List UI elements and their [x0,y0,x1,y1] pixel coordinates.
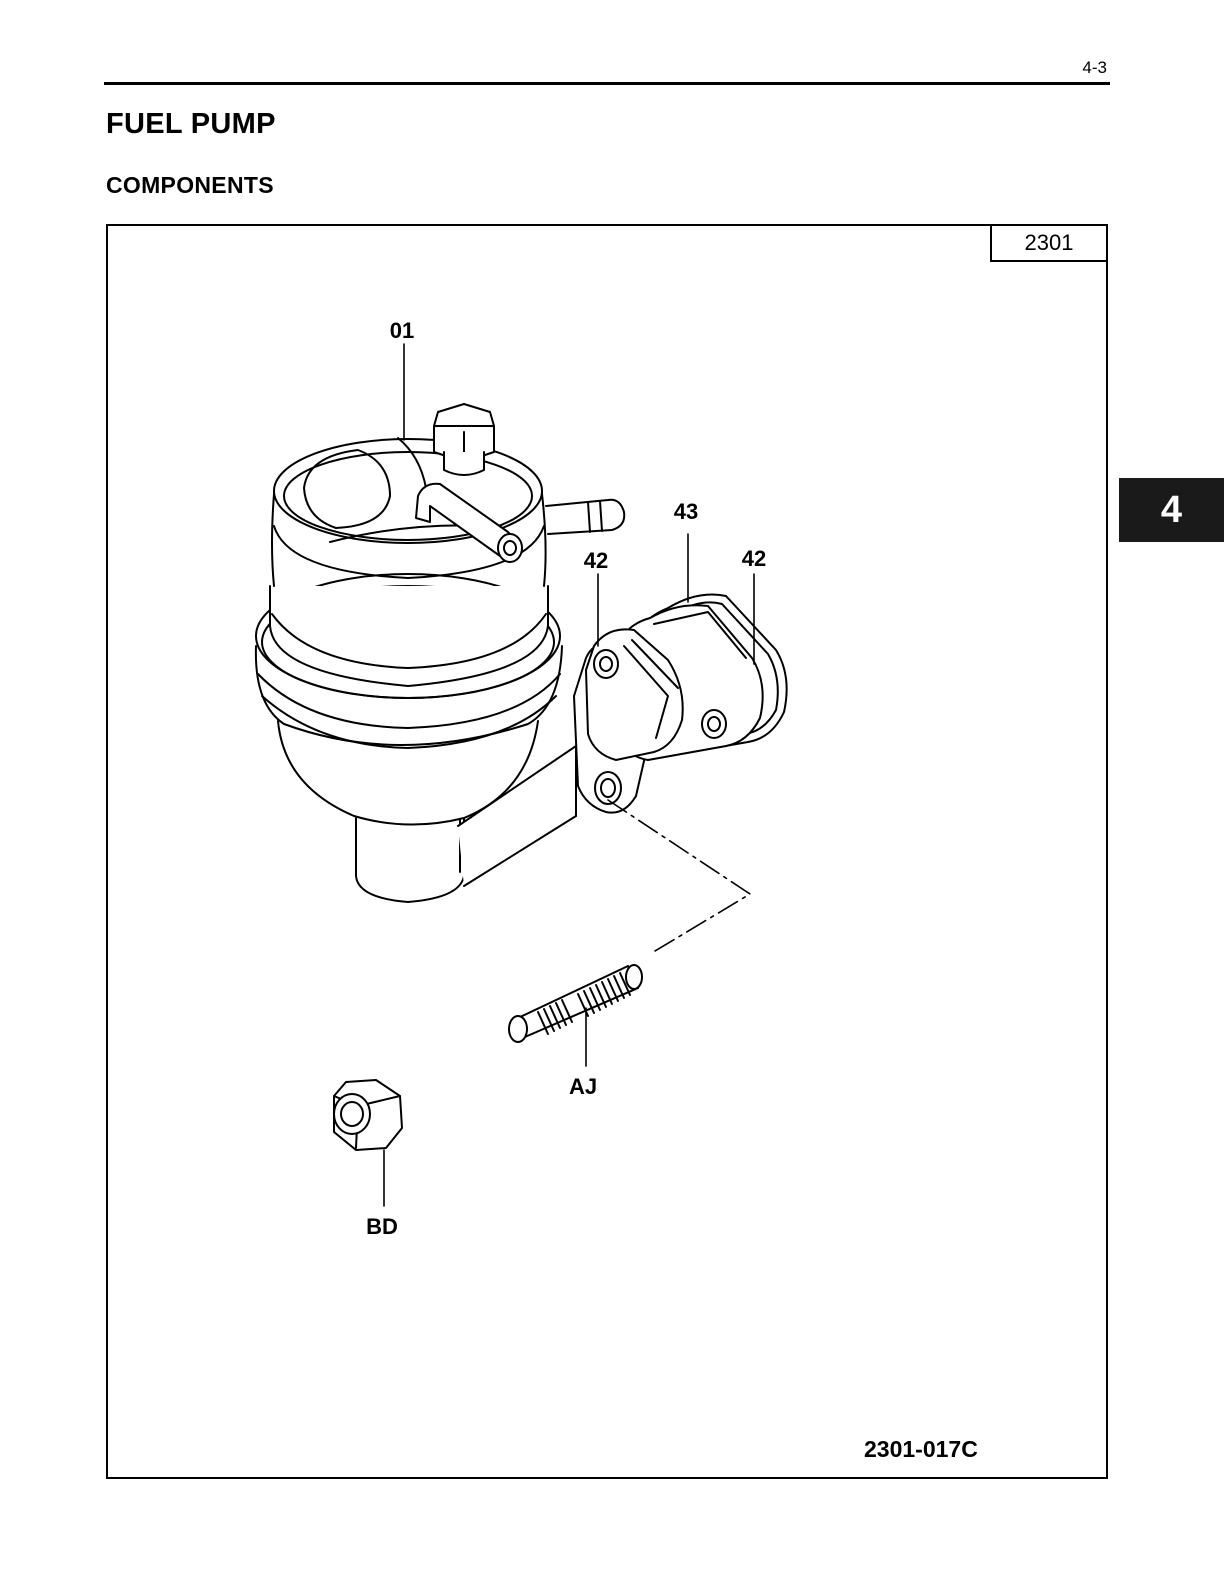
callout-aj: AJ [569,1074,597,1100]
components-figure: 2301 [106,224,1108,1479]
page-number: 4-3 [1082,58,1107,78]
stud-bolt-part [509,965,642,1042]
section-title: FUEL PUMP [106,108,276,141]
exploded-view-drawing [108,226,1110,1481]
nut-part [334,1080,402,1150]
callout-42-inner: 42 [584,548,608,574]
callout-bd: BD [366,1214,398,1240]
subsection-title: COMPONENTS [106,172,274,199]
chapter-tab[interactable]: 4 [1119,478,1224,542]
figure-code: 2301-017C [864,1436,978,1463]
gasket-insulator-part [586,595,787,761]
callout-01: 01 [390,318,414,344]
callout-42-outer: 42 [742,546,766,572]
callout-43: 43 [674,499,698,525]
header-rule [104,82,1110,85]
